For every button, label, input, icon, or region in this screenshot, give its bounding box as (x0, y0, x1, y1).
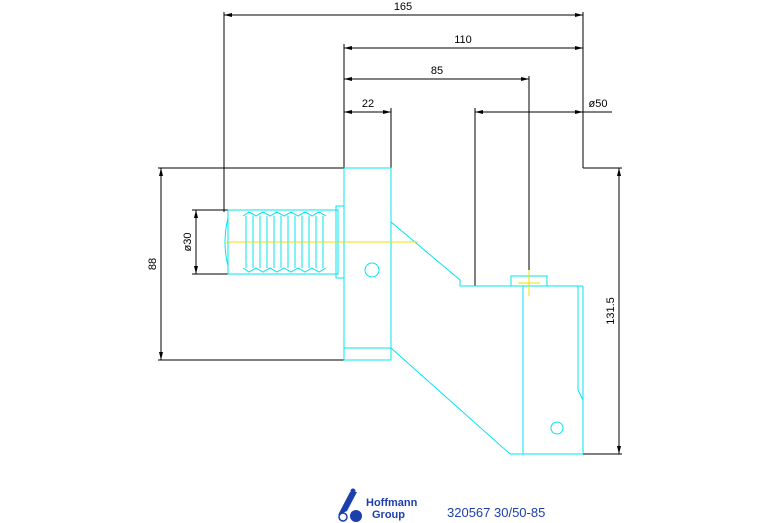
dim-flange-to-axis: 85 (431, 65, 443, 77)
center-lines (226, 241, 540, 296)
dim-height-right: 131.5 (605, 297, 617, 325)
dim-shank-diameter: ø50 (589, 98, 608, 110)
footer: Hoffmann Group 320567 30/50-85 (338, 488, 545, 522)
dimension-labels: 165 110 85 22 ø50 88 ø30 131.5 (147, 1, 617, 325)
brand-line1: Hoffmann (366, 497, 418, 509)
dim-thread-diameter: ø30 (182, 233, 194, 252)
dim-overall-length: 165 (394, 1, 412, 13)
part-code: 320567 30/50-85 (447, 505, 545, 520)
dim-flange-to-tip: 110 (454, 34, 472, 46)
brand-line2: Group (372, 509, 405, 521)
hoffmann-group-logo-icon (338, 488, 362, 522)
dimension-lines (158, 12, 622, 455)
dim-height-left: 88 (147, 258, 159, 270)
dim-flange-width: 22 (362, 98, 374, 110)
